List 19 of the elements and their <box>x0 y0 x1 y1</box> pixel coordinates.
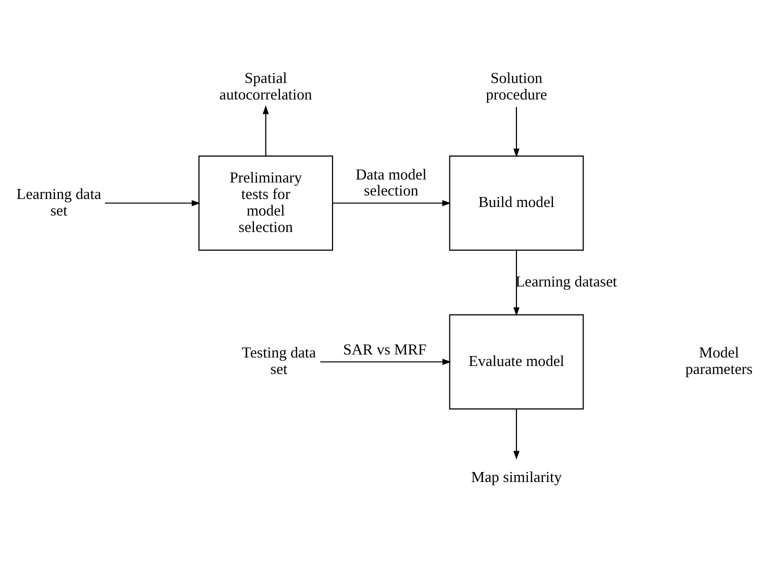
label: Model parameters <box>685 344 753 378</box>
edge-label: Data model selection <box>356 166 427 200</box>
node-text: Learning data set <box>16 185 102 219</box>
node-text: Testing data set <box>242 344 316 378</box>
arrow <box>332 200 452 206</box>
node-text: Solution procedure <box>486 69 548 103</box>
edge-label: SAR vs MRF <box>343 340 427 358</box>
node-box: Build model <box>449 155 584 250</box>
node-box: Preliminary tests for model selection <box>198 155 334 250</box>
arrow <box>513 106 520 157</box>
arrow <box>513 250 520 316</box>
arrow <box>104 200 200 206</box>
edge-label: Learning dataset <box>515 273 618 290</box>
node-box: Evaluate model <box>449 314 584 409</box>
arrow <box>513 408 520 460</box>
arrow <box>262 104 269 156</box>
node-text: Map similarity <box>471 468 562 486</box>
node-text: Spatial autocorrelation <box>219 69 312 103</box>
arrow <box>320 358 452 364</box>
